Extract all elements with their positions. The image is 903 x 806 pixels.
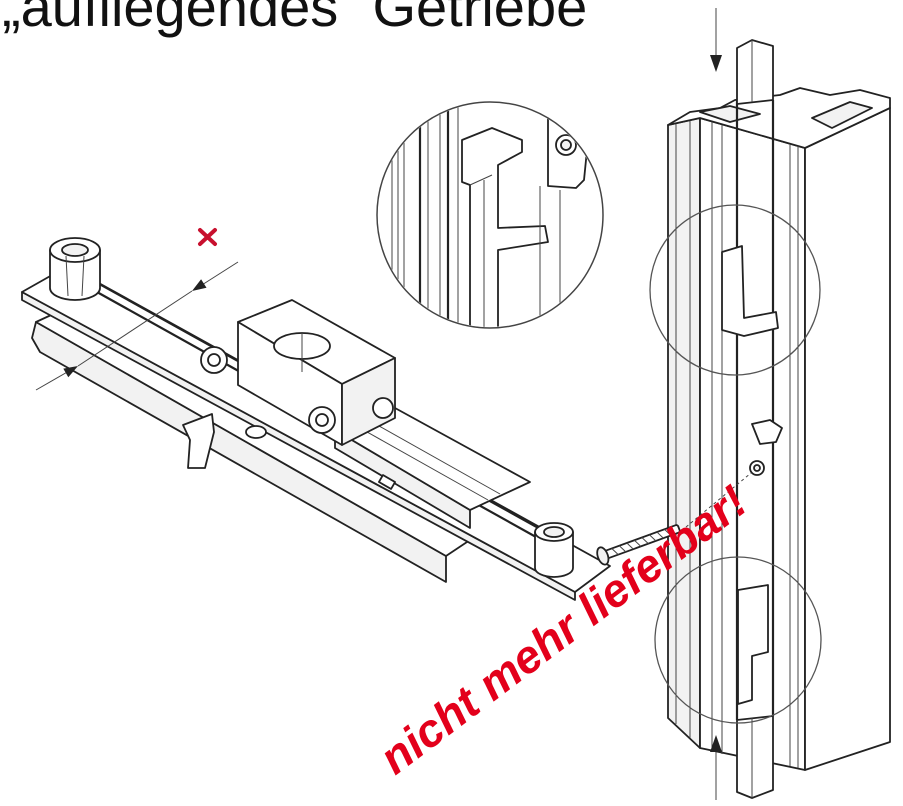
gearbox-pivot-left-hole: [207, 353, 221, 367]
profile-chamber: [699, 105, 761, 123]
dimension-extension-line: [77, 290, 193, 367]
gearbox-pin-left-line: [65, 255, 69, 297]
gearbox-pin-left: [49, 249, 101, 301]
arrow-up-head: [710, 735, 722, 752]
page-title: „aufliegendes“ Getriebe: [2, 0, 587, 38]
gearbox-pivot-right: [372, 397, 394, 419]
screw-hole-inner: [753, 464, 761, 472]
window-profile: [649, 39, 891, 799]
screw-thread: [656, 531, 664, 539]
gearbox-guide-groove: [371, 421, 501, 495]
gearbox-assembly: [21, 237, 611, 601]
arrow-down-head: [710, 55, 722, 72]
screw-thread: [633, 539, 642, 547]
screw-thread: [618, 545, 627, 553]
screw-thread: [641, 537, 649, 545]
locking-bar-top: [736, 39, 774, 105]
locking-cam-lower: [737, 584, 769, 705]
screw-thread: [611, 548, 619, 555]
screw-head: [596, 546, 610, 566]
screw-thread: [649, 534, 657, 542]
arrow-down-icon: [710, 8, 722, 72]
locking-cam-upper: [721, 245, 779, 337]
dimension-arrow-lower: [63, 366, 78, 378]
gearbox-pin-right-slot: [543, 526, 565, 538]
gearbox-pivot-front-hole: [315, 413, 329, 427]
detail-cam-edge: [469, 174, 493, 186]
profile-chamber: [811, 101, 873, 129]
profile-face-left: [667, 117, 701, 749]
gearbox-guide-groove: [359, 427, 489, 501]
screw-assembly-line: [685, 472, 752, 528]
x-mark-icon: [198, 228, 217, 246]
gearbox-tab: [182, 413, 215, 469]
gearbox-pin-left-slot: [61, 243, 89, 257]
locking-bar-bottom: [736, 715, 774, 799]
arrow-up-icon: [710, 735, 722, 800]
profile-face-right: [804, 107, 891, 771]
gearbox-pin-left-line: [81, 255, 85, 297]
detail-magnifier: [376, 101, 604, 329]
screw-icon: [596, 524, 681, 566]
screw-thread: [626, 542, 634, 550]
dimension-arrow-upper: [192, 279, 207, 291]
gearbox-clip: [245, 425, 267, 439]
detail-bracket-hole-inner: [560, 139, 572, 151]
gearbox-guide-slot: [378, 474, 396, 490]
zoom-circle-lower: [654, 556, 822, 724]
x-mark-stroke: [198, 228, 217, 246]
gearbox-housing-side: [341, 357, 396, 446]
profile-hook: [751, 419, 783, 445]
screw-thread: [664, 528, 672, 536]
zoom-circle-upper: [649, 204, 821, 376]
gearbox-pin-right: [534, 531, 574, 578]
